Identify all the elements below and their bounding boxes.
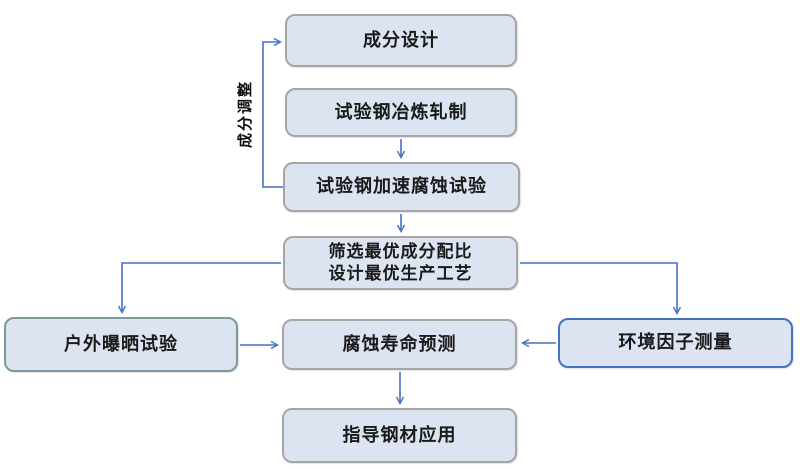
node-optimal-selection-line1: 筛选最优成分配比 <box>328 241 473 261</box>
connector-optimal-to-outdoor <box>117 262 281 314</box>
node-steel-application-label: 指导钢材应用 <box>342 424 457 445</box>
node-life-prediction: 腐蚀寿命预测 <box>282 319 517 370</box>
node-environment-factor-label: 环境因子测量 <box>618 332 733 353</box>
node-composition-design-label: 成分设计 <box>363 29 439 50</box>
node-environment-factor: 环境因子测量 <box>558 318 793 368</box>
feedback-edge-label: 成分调整 <box>237 80 254 149</box>
node-optimal-selection-line2: 设计最优生产工艺 <box>328 264 473 283</box>
node-composition-design: 成分设计 <box>285 14 517 67</box>
connector-feedback-composition-adjust <box>262 37 283 188</box>
node-optimal-selection: 筛选最优成分配比 设计最优生产工艺 <box>283 236 518 290</box>
node-smelting-rolling-label: 试验钢冶炼轧制 <box>334 101 468 122</box>
node-accelerated-corrosion: 试验钢加速腐蚀试验 <box>283 162 520 212</box>
node-outdoor-exposure-label: 户外曝晒试验 <box>64 333 178 354</box>
node-accelerated-corrosion-label: 试验钢加速腐蚀试验 <box>316 176 487 197</box>
connector-optimal-to-environment <box>520 262 682 315</box>
node-smelting-rolling: 试验钢冶炼轧制 <box>285 88 517 137</box>
node-outdoor-exposure: 户外曝晒试验 <box>4 317 238 372</box>
node-life-prediction-label: 腐蚀寿命预测 <box>342 333 457 354</box>
node-steel-application: 指导钢材应用 <box>282 408 517 463</box>
